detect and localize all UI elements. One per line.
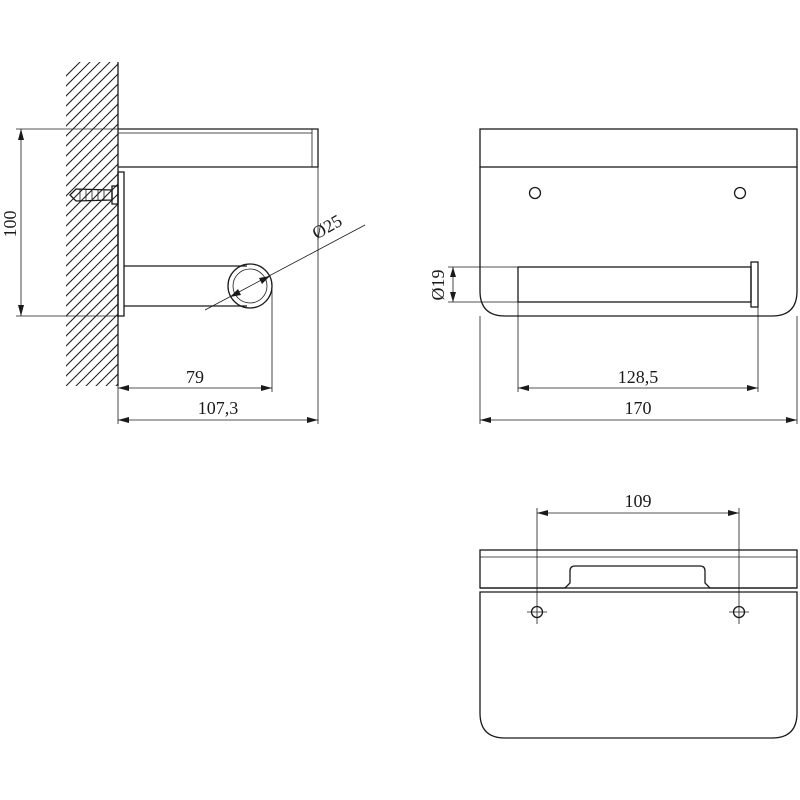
- diameter-19-label: Ø19: [428, 270, 448, 301]
- hatch-line: [66, 243, 118, 297]
- hatch-line: [66, 203, 118, 257]
- hole-left-top: [527, 602, 547, 624]
- hatch-line: [66, 113, 118, 167]
- hatch-line: [66, 193, 118, 247]
- height-dimension: 100: [0, 128, 118, 317]
- hatch-line: [66, 62, 81, 77]
- hatch-line: [66, 153, 118, 207]
- hatch-line: [66, 283, 118, 337]
- hatch-line: [66, 62, 101, 97]
- back-plate-front: [479, 167, 798, 317]
- hatch-line: [66, 253, 118, 307]
- hatch-line: [66, 313, 118, 367]
- hatch-line: [60, 408, 124, 472]
- depth-79-label: 79: [186, 367, 204, 387]
- hatch-line: [60, 458, 124, 522]
- shelf-front: [479, 128, 798, 168]
- hatch-line: [66, 93, 118, 147]
- rod-length-dimension: 128,5: [517, 302, 759, 392]
- hatch-line: [60, 418, 124, 482]
- diameter-25-dimension: Ø25: [204, 210, 366, 311]
- hatch-line: [75, 343, 118, 386]
- hatch-line: [105, 373, 118, 386]
- hatch-line: [66, 123, 118, 177]
- width-dimension: 170: [479, 316, 798, 424]
- hatch-line: [66, 303, 118, 357]
- hatch-line: [66, 263, 118, 317]
- hatch-line: [66, 213, 118, 267]
- hatch-line: [66, 83, 118, 137]
- hatch-line: [60, 398, 124, 462]
- rod-front: [517, 261, 759, 308]
- hatch-line: [66, 62, 91, 87]
- back-plate-top: [479, 591, 798, 739]
- depth-107-dimension: 107,3: [117, 167, 319, 424]
- hatch-line: [95, 363, 118, 386]
- front-view: Ø19 128,5 170: [428, 128, 798, 424]
- top-view: 109: [479, 491, 798, 739]
- wall-hatch: [60, 62, 124, 532]
- hatch-line: [66, 333, 118, 386]
- hatch-line: [66, 63, 118, 117]
- hatch-line: [60, 468, 124, 532]
- depth-79-dimension: 79: [118, 290, 273, 392]
- shelf-side: [118, 128, 319, 168]
- hatch-line: [85, 353, 118, 386]
- width-label: 170: [625, 398, 652, 418]
- hole-spacing-dimension: 109: [536, 491, 740, 602]
- hatch-line: [66, 183, 118, 237]
- hatch-line: [66, 233, 118, 287]
- hatch-line: [60, 448, 124, 512]
- hatch-line: [60, 438, 124, 502]
- rod-arm-side: [124, 263, 273, 309]
- hatch-line: [66, 223, 118, 277]
- hatch-line: [115, 383, 118, 386]
- hatch-line: [66, 323, 118, 377]
- hatch-line: [66, 273, 118, 327]
- wall-plate: [117, 171, 125, 317]
- shelf-top: [479, 549, 798, 589]
- hatch-line: [66, 133, 118, 187]
- hatch-line: [66, 73, 118, 127]
- side-view: 100 Ø25 79 107,3: [0, 62, 366, 532]
- wall-anchor: [69, 185, 119, 205]
- height-dim-label: 100: [0, 211, 20, 238]
- mounting-hole-left: [528, 186, 542, 200]
- hatch-line: [66, 62, 111, 107]
- hatch-line: [66, 143, 118, 197]
- hatch-line: [60, 388, 124, 452]
- depth-107-label: 107,3: [198, 398, 239, 418]
- diameter-19-dimension: Ø19: [428, 266, 518, 303]
- hole-right-top: [729, 602, 749, 624]
- hole-spacing-label: 109: [625, 491, 652, 511]
- rod-length-label: 128,5: [618, 367, 659, 387]
- hatch-line: [60, 428, 124, 492]
- mounting-hole-right: [733, 186, 747, 200]
- hatch-line: [66, 103, 118, 157]
- hatch-line: [66, 293, 118, 347]
